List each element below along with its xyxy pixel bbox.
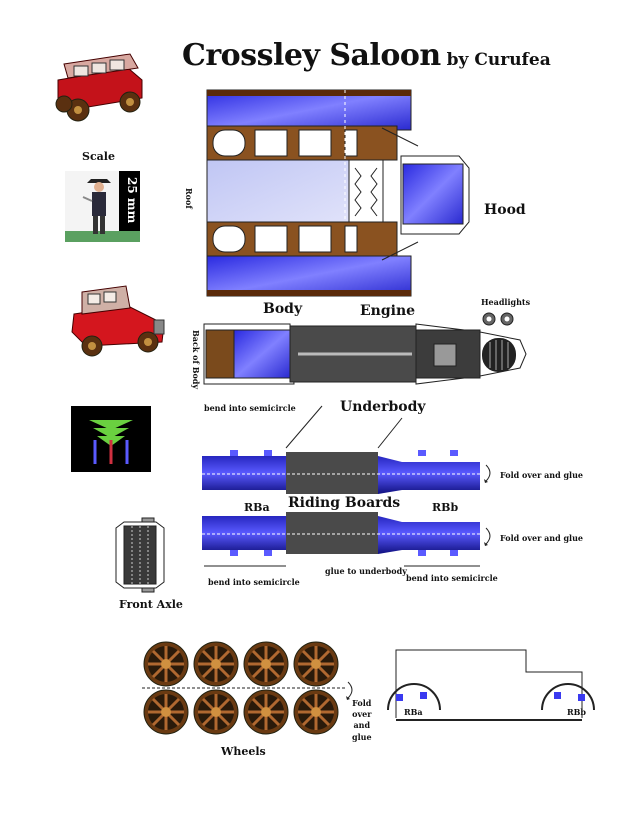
front-axle-part bbox=[115, 517, 165, 593]
glue-underbody-label: glue to underbody bbox=[325, 566, 407, 576]
scale-figure: 25 mm bbox=[65, 171, 140, 242]
fold-wheels-label: Fold over and glue bbox=[352, 698, 372, 743]
fold-glue-label-1: Fold over and glue bbox=[500, 470, 583, 480]
fold-arrow-icon-2 bbox=[484, 527, 491, 546]
title-main: Crossley Saloon bbox=[182, 38, 441, 73]
bend-semicircle-label-3: bend into semicircle bbox=[406, 573, 498, 583]
underbody-label: Underbody bbox=[340, 399, 426, 415]
front-axle-label: Front Axle bbox=[119, 598, 183, 611]
bend-semicircle-label-1: bend into semicircle bbox=[204, 403, 296, 413]
fold-wheels-line: Fold bbox=[352, 698, 372, 708]
diagram-rba-label: RBa bbox=[404, 707, 423, 717]
fold-wheels-line: and bbox=[353, 720, 371, 731]
riding-board-2 bbox=[202, 512, 480, 567]
assembly-diagram bbox=[387, 649, 595, 721]
roof-label: Roof bbox=[184, 188, 194, 209]
fold-arrow-icon-3 bbox=[346, 681, 353, 700]
fold-wheels-line: over bbox=[352, 709, 372, 720]
scale-size: 25 mm bbox=[125, 177, 139, 224]
decorative-tree-box bbox=[71, 406, 151, 472]
engine-label: Engine bbox=[360, 303, 416, 319]
rbb-label: RBb bbox=[432, 501, 459, 514]
bend-semicircle-label-2: bend into semicircle bbox=[208, 577, 300, 587]
diagram-rbb-label: RBb bbox=[567, 707, 587, 717]
fold-wheels-line: glue bbox=[352, 731, 372, 742]
fold-glue-label-2: Fold over and glue bbox=[500, 533, 583, 543]
hood-label: Hood bbox=[484, 202, 526, 218]
fold-arrow-icon-1 bbox=[484, 464, 491, 483]
wheels-sheet bbox=[142, 640, 346, 736]
connector-lines-underbody bbox=[285, 405, 403, 449]
car-preview-side bbox=[71, 285, 165, 357]
riding-board-1 bbox=[202, 450, 480, 494]
riding-boards-label: Riding Boards bbox=[288, 495, 401, 511]
body-label: Body bbox=[263, 301, 303, 317]
rba-label: RBa bbox=[244, 501, 270, 514]
body-roof-sheet bbox=[206, 89, 412, 297]
headlights-label: Headlights bbox=[481, 297, 531, 307]
scale-label: Scale bbox=[82, 150, 115, 163]
back-of-body-label: Back of Body bbox=[191, 330, 201, 390]
pirate-figure-icon bbox=[82, 179, 111, 234]
hood-part bbox=[400, 155, 470, 235]
engine-strip bbox=[203, 323, 527, 385]
wheels-label: Wheels bbox=[221, 745, 266, 758]
title-byline: by Curufea bbox=[446, 50, 551, 70]
headlights-icon bbox=[482, 312, 514, 326]
car-preview-top bbox=[55, 53, 143, 122]
connector-lines-hood bbox=[381, 127, 419, 261]
tree-icon bbox=[89, 420, 133, 464]
